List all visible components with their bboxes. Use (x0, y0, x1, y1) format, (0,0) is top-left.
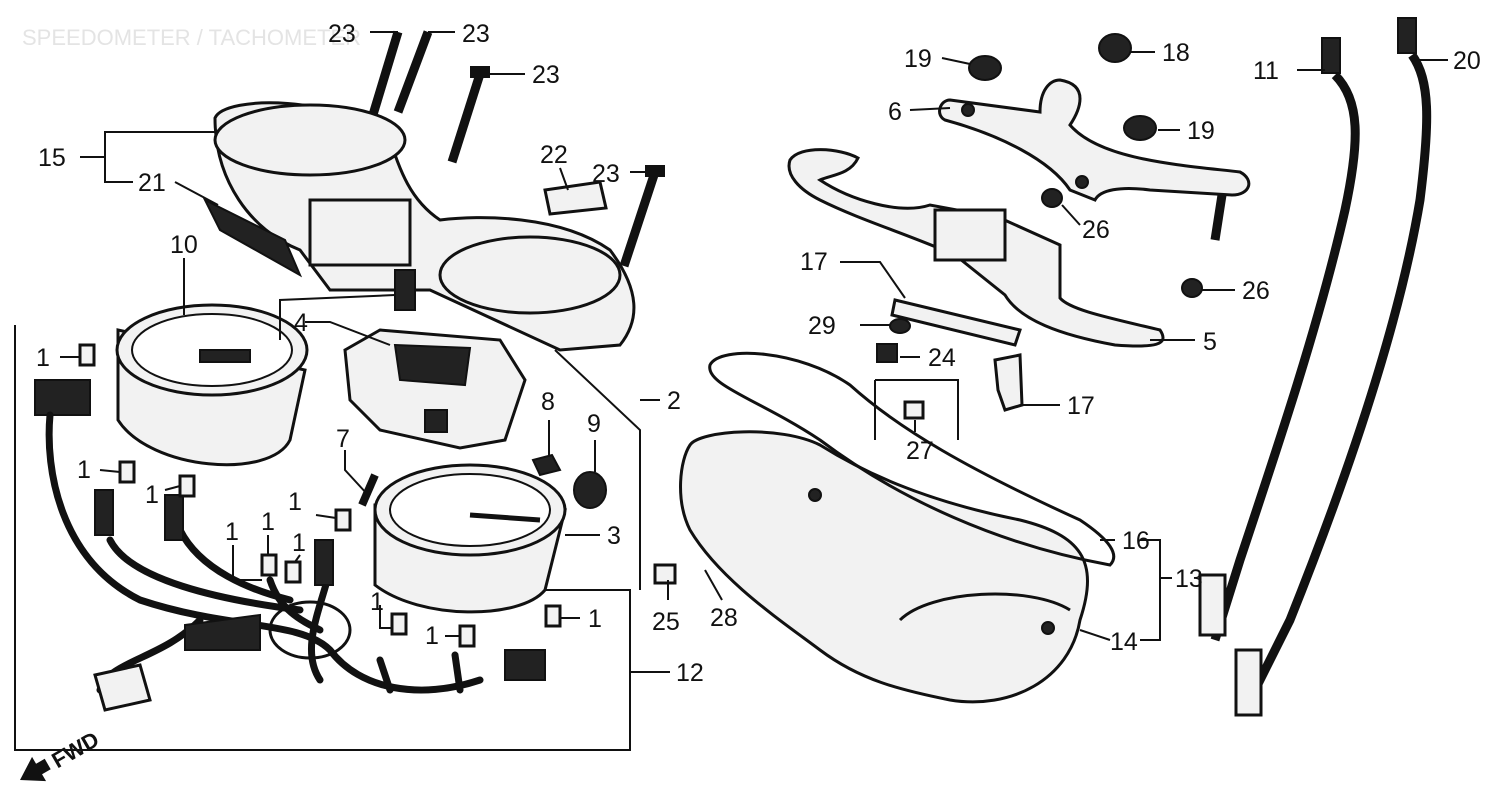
callout-27: 27 (906, 437, 934, 465)
fwd-label: FWD (47, 726, 103, 773)
callout-1c: 1 (145, 481, 159, 509)
strap-17 (890, 298, 1022, 347)
leader-lines (60, 31, 1448, 673)
callout-1h: 1 (370, 588, 384, 616)
callout-11: 11 (1253, 57, 1279, 85)
callout-2: 2 (667, 387, 681, 415)
nut-24 (876, 343, 898, 363)
callout-4: 4 (294, 309, 308, 337)
callout-1b: 1 (77, 456, 91, 484)
callout-19b: 19 (1187, 117, 1215, 145)
clamp-17 (993, 353, 1024, 412)
clip-29 (889, 318, 911, 334)
tachometer-3 (373, 463, 567, 614)
callout-21: 21 (138, 169, 166, 197)
callout-5: 5 (1203, 328, 1217, 356)
callout-1e: 1 (261, 508, 275, 536)
box-2 (554, 349, 641, 590)
callout-12: 12 (676, 659, 704, 687)
nut-19a (968, 55, 1002, 81)
callout-16: 16 (1122, 527, 1150, 555)
speedometer-10 (115, 303, 309, 467)
callout-13: 13 (1175, 565, 1203, 593)
callout-6: 6 (888, 98, 902, 126)
box-27 (874, 379, 959, 440)
bulbs-1 (78, 343, 562, 648)
callout-1g: 1 (288, 488, 302, 516)
nut-19b (1123, 115, 1157, 141)
callout-1i: 1 (425, 622, 439, 650)
callout-17b: 17 (1067, 392, 1095, 420)
indicator-panel-21 (202, 197, 303, 278)
callout-7: 7 (336, 425, 350, 453)
callout-17a: 17 (800, 248, 828, 276)
callout-25: 25 (652, 608, 680, 636)
nut-26b (1181, 278, 1203, 298)
meter-case-15 (213, 101, 636, 352)
callout-1j: 1 (588, 605, 602, 633)
screw-23-group (367, 30, 665, 268)
wire-harness (34, 379, 546, 712)
callout-15: 15 (38, 144, 66, 172)
plate-22 (543, 180, 608, 216)
callout-14: 14 (1110, 628, 1138, 656)
callout-23c: 23 (532, 61, 560, 89)
callout-23a: 23 (328, 20, 356, 48)
callout-23b: 23 (462, 20, 490, 48)
nut-18 (1098, 33, 1132, 63)
callout-26a: 26 (1082, 216, 1110, 244)
callout-1f: 1 (292, 529, 306, 557)
callout-8: 8 (541, 388, 555, 416)
indicator-housing-4 (343, 328, 527, 450)
callout-19a: 19 (904, 45, 932, 73)
ghost-title: SPEEDOMETER / TACHOMETER (22, 25, 361, 50)
callout-1a: 1 (36, 344, 50, 372)
screw-7 (358, 473, 379, 507)
nut-25 (653, 563, 677, 585)
fwd-indicator: FWD (20, 726, 103, 782)
grommet-9 (573, 471, 607, 509)
callout-24: 24 (928, 344, 956, 372)
callout-9: 9 (587, 410, 601, 438)
callout-22: 22 (540, 141, 568, 169)
callout-18: 18 (1162, 39, 1190, 67)
callout-29: 29 (808, 312, 836, 340)
callout-23d: 23 (592, 160, 620, 188)
bracket-6 (938, 78, 1251, 241)
rear-cover-13 (679, 430, 1089, 704)
callout-10: 10 (170, 231, 198, 259)
callout-26b: 26 (1242, 277, 1270, 305)
cable-11 (1198, 37, 1360, 642)
box-12 (14, 325, 631, 751)
part-drawings (14, 17, 1432, 751)
fwd-arrow-icon (20, 756, 51, 782)
nut-26a (1041, 188, 1063, 208)
collar-27 (903, 400, 925, 420)
callout-labels: 23 23 23 23 22 15 21 10 4 2 8 9 7 3 12 2… (36, 20, 1481, 687)
bracket-5 (787, 148, 1165, 348)
callout-1d: 1 (225, 518, 239, 546)
cable-20 (1234, 17, 1432, 717)
callout-3: 3 (607, 522, 621, 550)
callout-20: 20 (1453, 47, 1481, 75)
callout-28: 28 (710, 604, 738, 632)
seal-16 (708, 351, 1116, 567)
clip-8 (531, 453, 562, 477)
